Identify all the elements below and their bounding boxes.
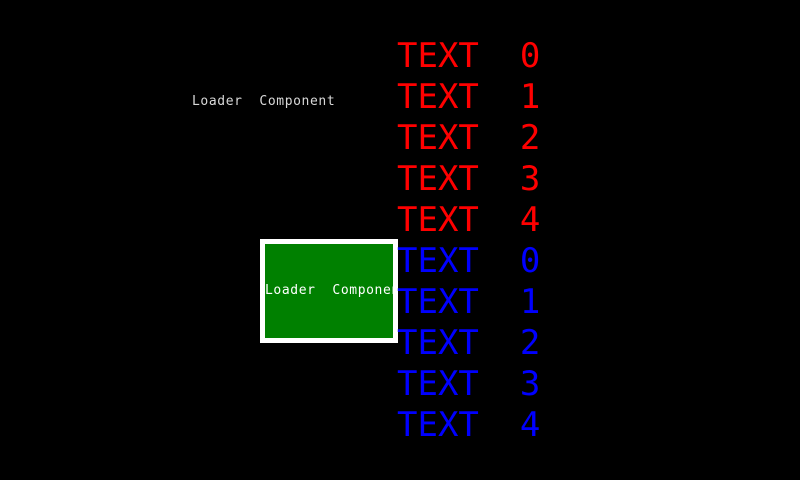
loader-component-box[interactable]: Loader Component	[260, 239, 398, 343]
loader-component-label-inside: Loader Component	[265, 283, 393, 298]
text-row[interactable]: TEXT 2	[397, 323, 541, 363]
text-row[interactable]: TEXT 4	[397, 200, 541, 240]
text-row[interactable]: TEXT 1	[397, 282, 541, 322]
text-row[interactable]: TEXT 0	[397, 241, 541, 281]
loader-box-content: Loader Component	[265, 244, 393, 338]
loader-component-label-top: Loader Component	[192, 94, 336, 109]
text-row[interactable]: TEXT 0	[397, 36, 541, 76]
text-row[interactable]: TEXT 2	[397, 118, 541, 158]
text-row[interactable]: TEXT 1	[397, 77, 541, 117]
text-row[interactable]: TEXT 3	[397, 159, 541, 199]
text-row[interactable]: TEXT 3	[397, 364, 541, 404]
text-row[interactable]: TEXT 4	[397, 405, 541, 445]
